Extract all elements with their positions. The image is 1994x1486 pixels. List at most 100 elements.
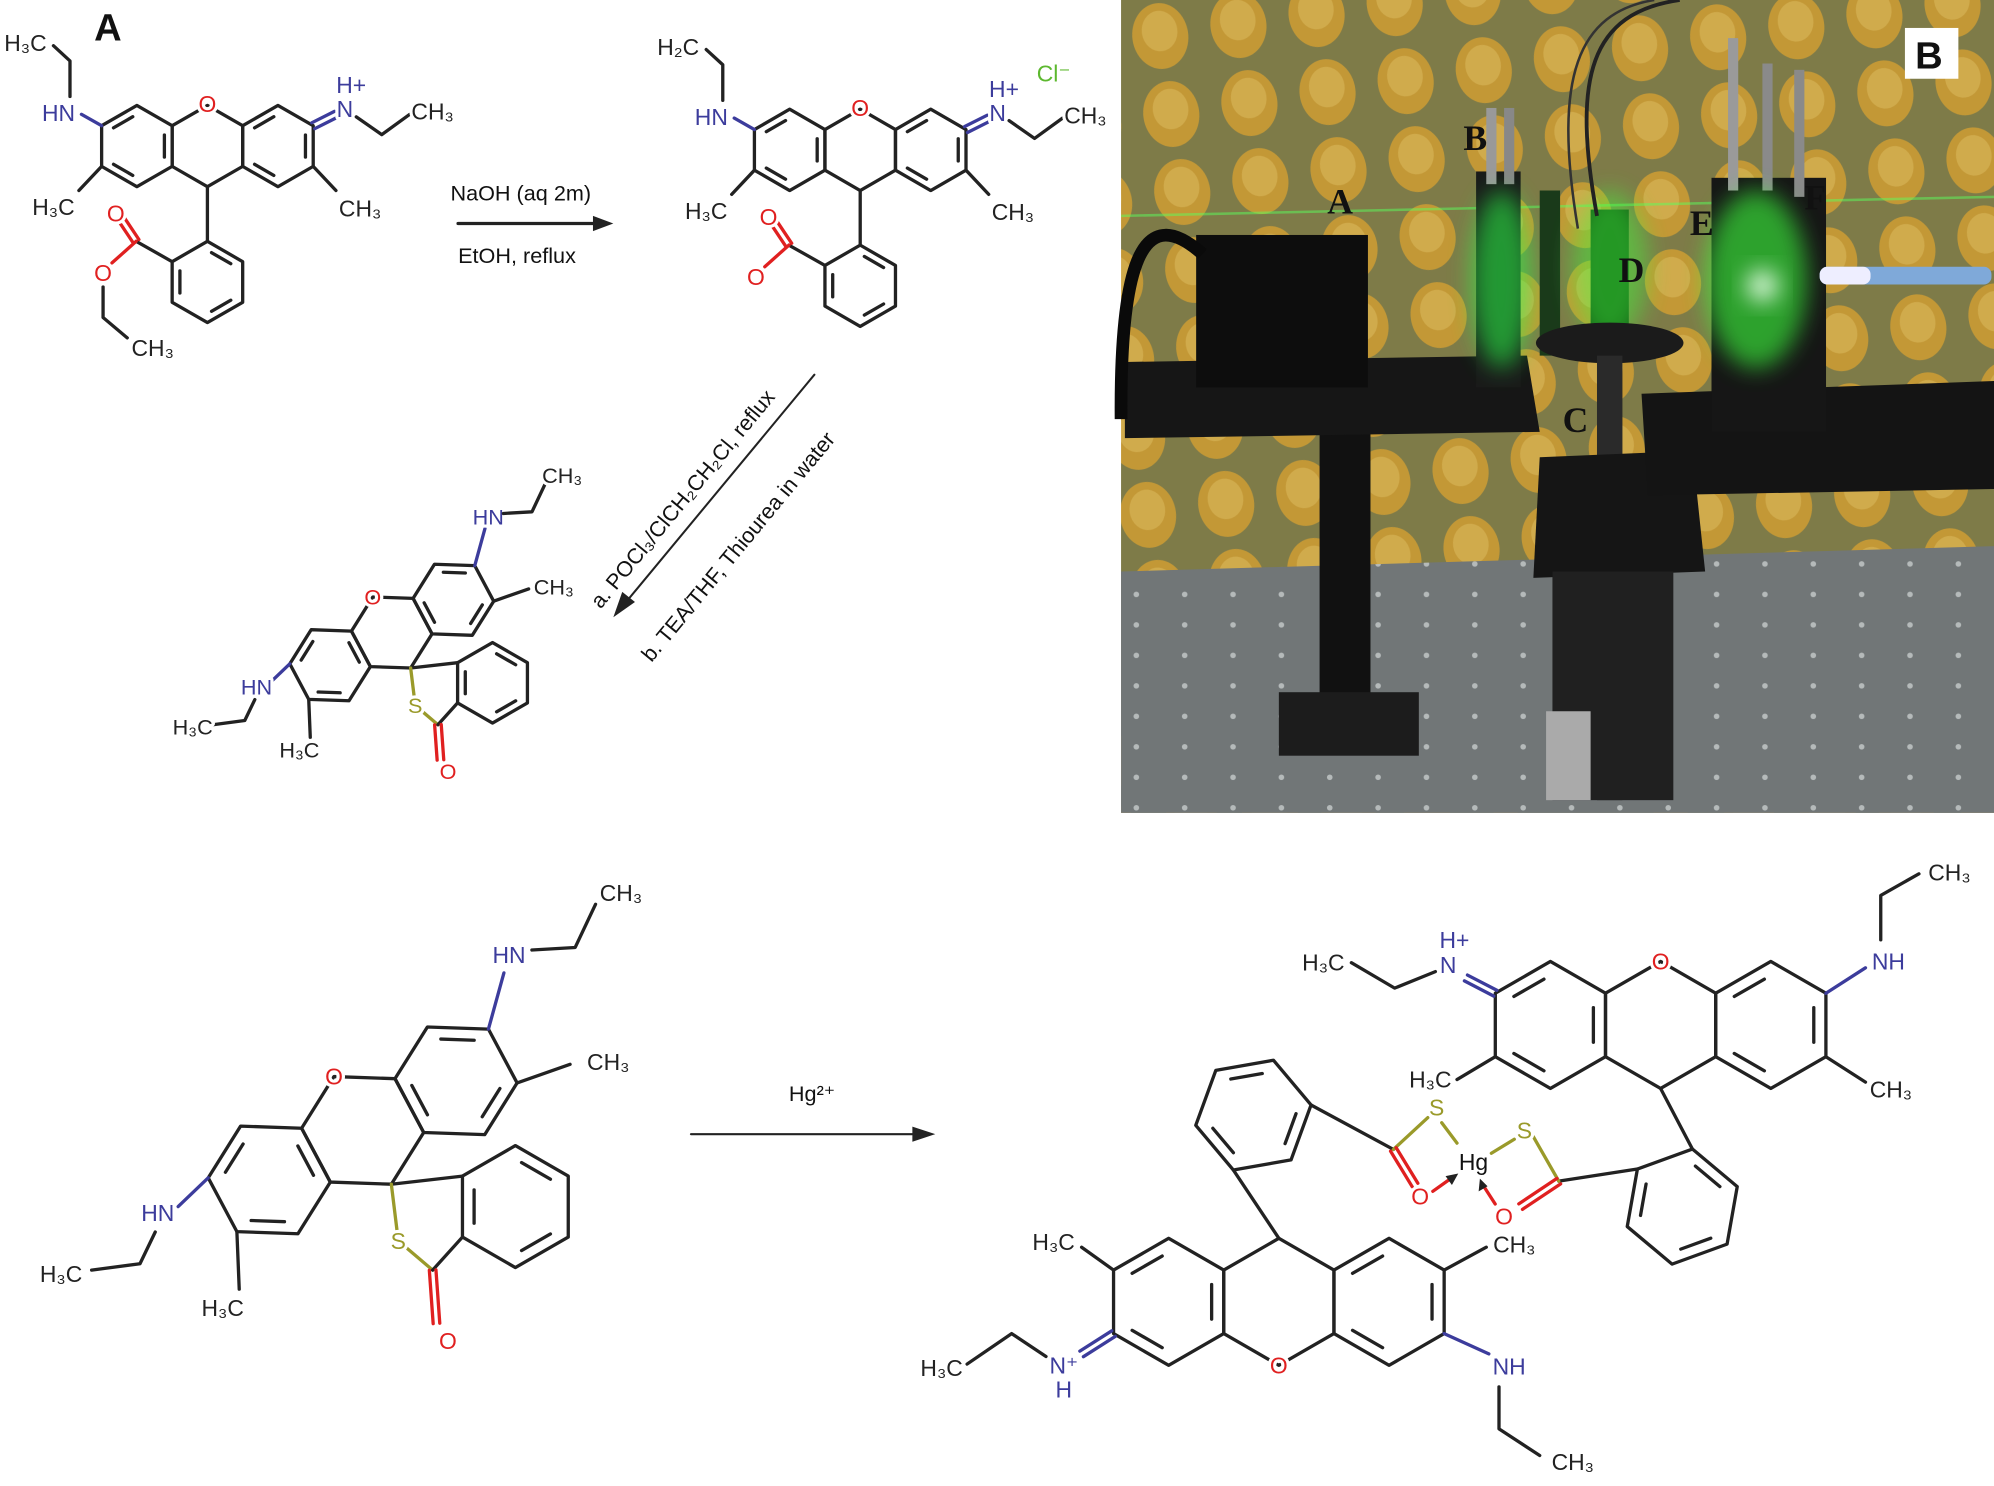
bond (473, 526, 487, 568)
methyl-label: H₃C (173, 715, 213, 740)
bond (223, 1142, 245, 1174)
bond-chain (101, 285, 129, 340)
photo-label-e: E (1690, 203, 1714, 243)
amine-label: HN (141, 1200, 174, 1226)
bond (1824, 1055, 1868, 1084)
bond (905, 166, 929, 181)
methyl-label: H₃C (4, 30, 46, 56)
carbonyl-oxygen-label: O (440, 759, 457, 784)
bond-chain (1497, 1385, 1542, 1458)
bond-chain (1007, 116, 1065, 141)
ring (1111, 1236, 1226, 1367)
bond (389, 1174, 465, 1186)
iminium-n-label: N (1440, 952, 1457, 978)
bond (1462, 979, 1496, 998)
bond (121, 214, 141, 242)
bond (1517, 1176, 1559, 1206)
bond (1130, 1254, 1164, 1276)
bond (1211, 1126, 1236, 1155)
sulfur-label: S (391, 1228, 406, 1254)
bond (436, 701, 460, 727)
photo-label-b: B (1463, 118, 1487, 158)
amine-label: NH (1872, 948, 1905, 974)
panel-b-label: B (1915, 35, 1943, 78)
xanthene-oxygen-label: O (364, 584, 381, 609)
bond (176, 1176, 210, 1209)
bond (209, 298, 233, 313)
ring (1714, 959, 1828, 1091)
methyl-label: CH₃ (1552, 1449, 1594, 1475)
amine-label: HN (473, 504, 504, 529)
bond (494, 699, 518, 714)
bond (732, 116, 757, 132)
bond (296, 1144, 316, 1177)
amine-label: HN (42, 100, 75, 126)
carbonyl-oxygen-label: O (1495, 1204, 1513, 1230)
iminium-h-label: H+ (1440, 927, 1470, 953)
bond (1283, 1111, 1298, 1146)
ring (1194, 1058, 1313, 1172)
ring (299, 1074, 426, 1186)
methyl-label: H₂C (657, 34, 699, 60)
bond-chain (354, 112, 412, 137)
bond (1442, 1331, 1491, 1356)
coordination-arrowhead (1445, 1173, 1459, 1185)
bond (441, 570, 467, 575)
bond (1130, 1328, 1164, 1350)
ring (1332, 1236, 1446, 1367)
panel-a-label: A (94, 7, 122, 50)
step1-reagent: NaOH (aq 2m) (450, 181, 591, 206)
bond (769, 222, 788, 249)
bond (1231, 1168, 1281, 1240)
carbonyl-oxygen-label: O (760, 204, 778, 230)
bond (409, 661, 460, 670)
bond (252, 162, 276, 178)
ring (411, 562, 496, 637)
bond (492, 587, 531, 603)
ring (170, 103, 245, 189)
iminium-n-label: N (337, 96, 354, 122)
bond (774, 218, 794, 245)
bond (1391, 1116, 1430, 1152)
bond (1079, 1245, 1116, 1272)
xanthene-oxygen-label: O (851, 95, 869, 121)
bond (1229, 1071, 1264, 1081)
bond (905, 118, 929, 134)
bond (396, 1239, 435, 1272)
reaction-arrow-step3 (689, 1126, 936, 1142)
bond (1531, 1135, 1561, 1183)
methyl-label: CH₃ (992, 199, 1034, 225)
chloride-label: Cl⁻ (1037, 61, 1071, 87)
bond-chain (211, 697, 257, 727)
bond (1638, 1182, 1648, 1218)
methyl-label: CH₃ (600, 880, 642, 906)
bond (430, 1235, 465, 1272)
bond (1512, 977, 1546, 999)
bond (1658, 1086, 1695, 1151)
bond (410, 1083, 430, 1117)
bond (311, 164, 338, 193)
bond (77, 164, 104, 193)
bond-chain (704, 47, 725, 102)
reaction-arrow-step1 (456, 215, 614, 232)
bond (409, 666, 417, 708)
bond-chain (965, 1331, 1048, 1366)
bond (307, 697, 312, 739)
bond (1350, 1254, 1385, 1276)
photo-label-d: D (1619, 250, 1645, 290)
methyl-label: CH₃ (1064, 103, 1106, 129)
bond (134, 239, 174, 264)
amine-label: HN (492, 942, 525, 968)
bond (764, 118, 788, 134)
bond (764, 166, 788, 181)
bond (862, 302, 886, 317)
methyl-label: CH₃ (411, 99, 453, 125)
step2-reagent-a: a. POCl₃/ClCH₂CH₂Cl, reflux (585, 385, 780, 613)
bond (962, 113, 989, 129)
methyl-label: CH₃ (1928, 860, 1970, 886)
bond (862, 254, 886, 270)
